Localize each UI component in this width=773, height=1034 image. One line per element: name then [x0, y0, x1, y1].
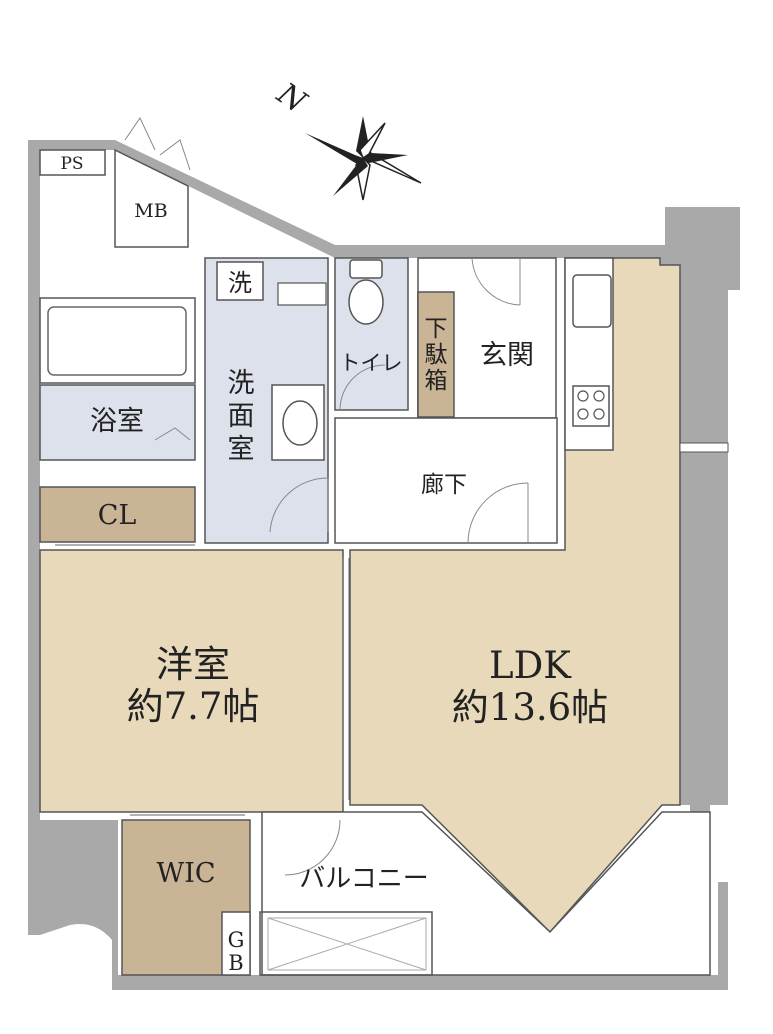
ldk-name: LDK — [489, 644, 572, 687]
bath-floor — [39, 384, 196, 461]
western-room-size: 約7.7帖 — [127, 685, 260, 728]
entrance-label: 玄関 — [480, 340, 534, 371]
toilet-label: トイレ — [340, 351, 403, 375]
washroom-label-1: 洗 — [228, 368, 255, 399]
compass-rose — [305, 116, 422, 201]
gb-box — [221, 911, 251, 976]
balcony-label: バルコニー — [299, 864, 428, 894]
bathtub — [39, 297, 196, 384]
cooktop — [572, 385, 610, 427]
mb-label: MB — [134, 200, 167, 222]
washroom-label-3: 室 — [228, 434, 255, 465]
hallway-floor — [334, 417, 558, 544]
cl-floor — [39, 486, 196, 543]
washer-box — [216, 261, 264, 301]
mb-area — [114, 148, 189, 248]
bath-label: 浴室 — [90, 406, 144, 437]
ps-area — [39, 149, 106, 176]
toilet-bowl — [348, 279, 384, 325]
room-floors — [39, 148, 729, 976]
gb-label-g: G — [228, 928, 245, 952]
shoe-box-label-2: 駄 — [425, 342, 448, 368]
door-swings — [55, 116, 529, 876]
western-room-floor — [39, 549, 344, 813]
structural-walls — [28, 140, 740, 990]
washroom-label-2: 面 — [228, 401, 255, 432]
kitchen-sink — [572, 274, 612, 328]
shoe-box-label-1: 下 — [425, 316, 448, 342]
wic-label: WIC — [156, 858, 215, 889]
labels: N PS MB 浴室 CL 洗 洗 面 室 トイレ 下 駄 箱 玄関 廊下 洋室… — [60, 76, 608, 975]
shoe-box-label-3: 箱 — [425, 368, 448, 394]
compass-north-label: N — [270, 76, 314, 121]
gb-label-b: B — [228, 951, 243, 975]
sink-basin — [282, 400, 318, 446]
ldk-size: 約13.6帖 — [452, 686, 608, 729]
washer-mark: 洗 — [228, 269, 252, 297]
western-room-name: 洋室 — [156, 643, 230, 686]
hallway-label: 廊下 — [421, 472, 467, 498]
cl-label: CL — [98, 500, 137, 531]
ps-label: PS — [60, 154, 83, 174]
